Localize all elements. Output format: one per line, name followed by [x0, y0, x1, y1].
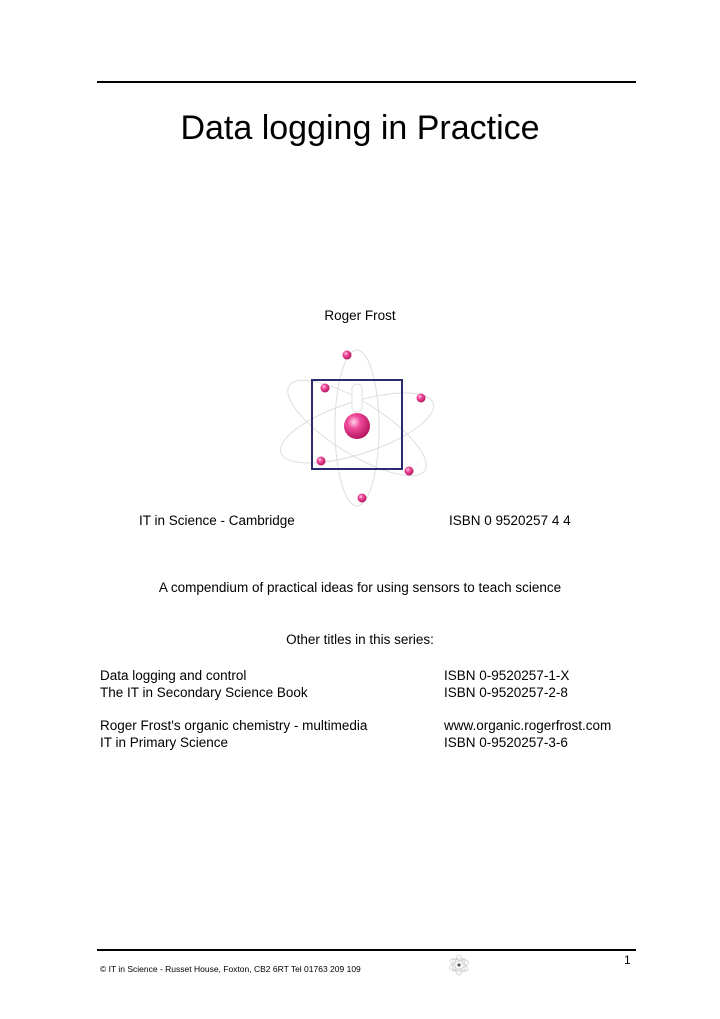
series-item-title: Data logging and control — [100, 668, 247, 683]
tagline: A compendium of practical ideas for usin… — [158, 580, 562, 595]
author-name: Roger Frost — [324, 308, 396, 323]
page-title: Data logging in Practice — [180, 109, 540, 147]
series-item-title: IT in Primary Science — [100, 735, 229, 750]
series-item-url: www.organic.rogerfrost.com — [444, 718, 612, 733]
publisher: IT in Science - Cambridge — [139, 513, 295, 528]
small-atom-icon — [449, 954, 469, 976]
top-rule — [97, 81, 636, 83]
series-item-isbn: ISBN 0-9520257-3-6 — [444, 735, 568, 750]
series-item-isbn: ISBN 0-9520257-2-8 — [444, 685, 568, 700]
series-item-title: Roger Frost's organic chemistry - multim… — [100, 718, 368, 733]
footer-address: © IT in Science - Russet House, Foxton, … — [100, 964, 361, 974]
series-item-isbn: ISBN 0-9520257-1-X — [444, 668, 570, 683]
footer-rule — [97, 949, 636, 951]
atom-icon — [280, 349, 435, 507]
series-item-title: The IT in Secondary Science Book — [100, 685, 308, 700]
page-number: 1 — [624, 953, 631, 967]
book-isbn: ISBN 0 9520257 4 4 — [449, 513, 571, 528]
series-heading: Other titles in this series: — [286, 632, 434, 647]
